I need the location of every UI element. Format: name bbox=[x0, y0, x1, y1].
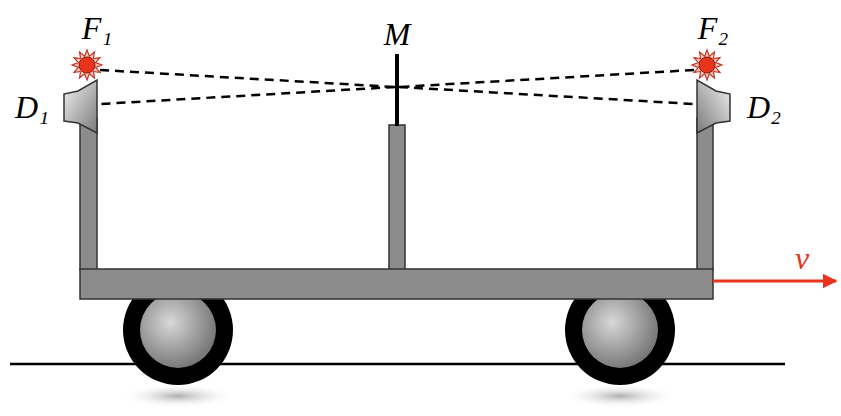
wheel-hub bbox=[140, 292, 216, 368]
ray-mirror-d2 bbox=[399, 87, 694, 104]
flash-lamp bbox=[699, 57, 715, 73]
flash-burst bbox=[72, 50, 102, 80]
detector-label: D₁ bbox=[15, 91, 49, 123]
ray-f2-mirror bbox=[399, 70, 694, 87]
detector-label: D₂ bbox=[747, 91, 781, 123]
cart-platform bbox=[80, 269, 713, 299]
wheel-hub bbox=[582, 292, 658, 368]
ground-line bbox=[10, 363, 785, 366]
middle-post bbox=[389, 125, 405, 270]
flash-lamp bbox=[79, 57, 95, 73]
wheel-shadow bbox=[120, 384, 236, 408]
detector-d1 bbox=[64, 80, 97, 133]
detector-d2 bbox=[697, 80, 730, 133]
left-post bbox=[80, 118, 97, 270]
ray-mirror-d1 bbox=[100, 87, 395, 104]
lamp-label: F₂ bbox=[698, 12, 729, 44]
mirror-label: M bbox=[384, 18, 411, 50]
velocity-arrow bbox=[713, 280, 836, 283]
mirror bbox=[395, 54, 399, 126]
lamp-label: F₁ bbox=[82, 12, 113, 44]
wheel-shadow bbox=[562, 384, 678, 408]
right-post bbox=[697, 118, 713, 270]
flash-burst bbox=[692, 50, 722, 80]
velocity-label: v bbox=[795, 242, 809, 274]
ray-f1-mirror bbox=[100, 70, 395, 87]
